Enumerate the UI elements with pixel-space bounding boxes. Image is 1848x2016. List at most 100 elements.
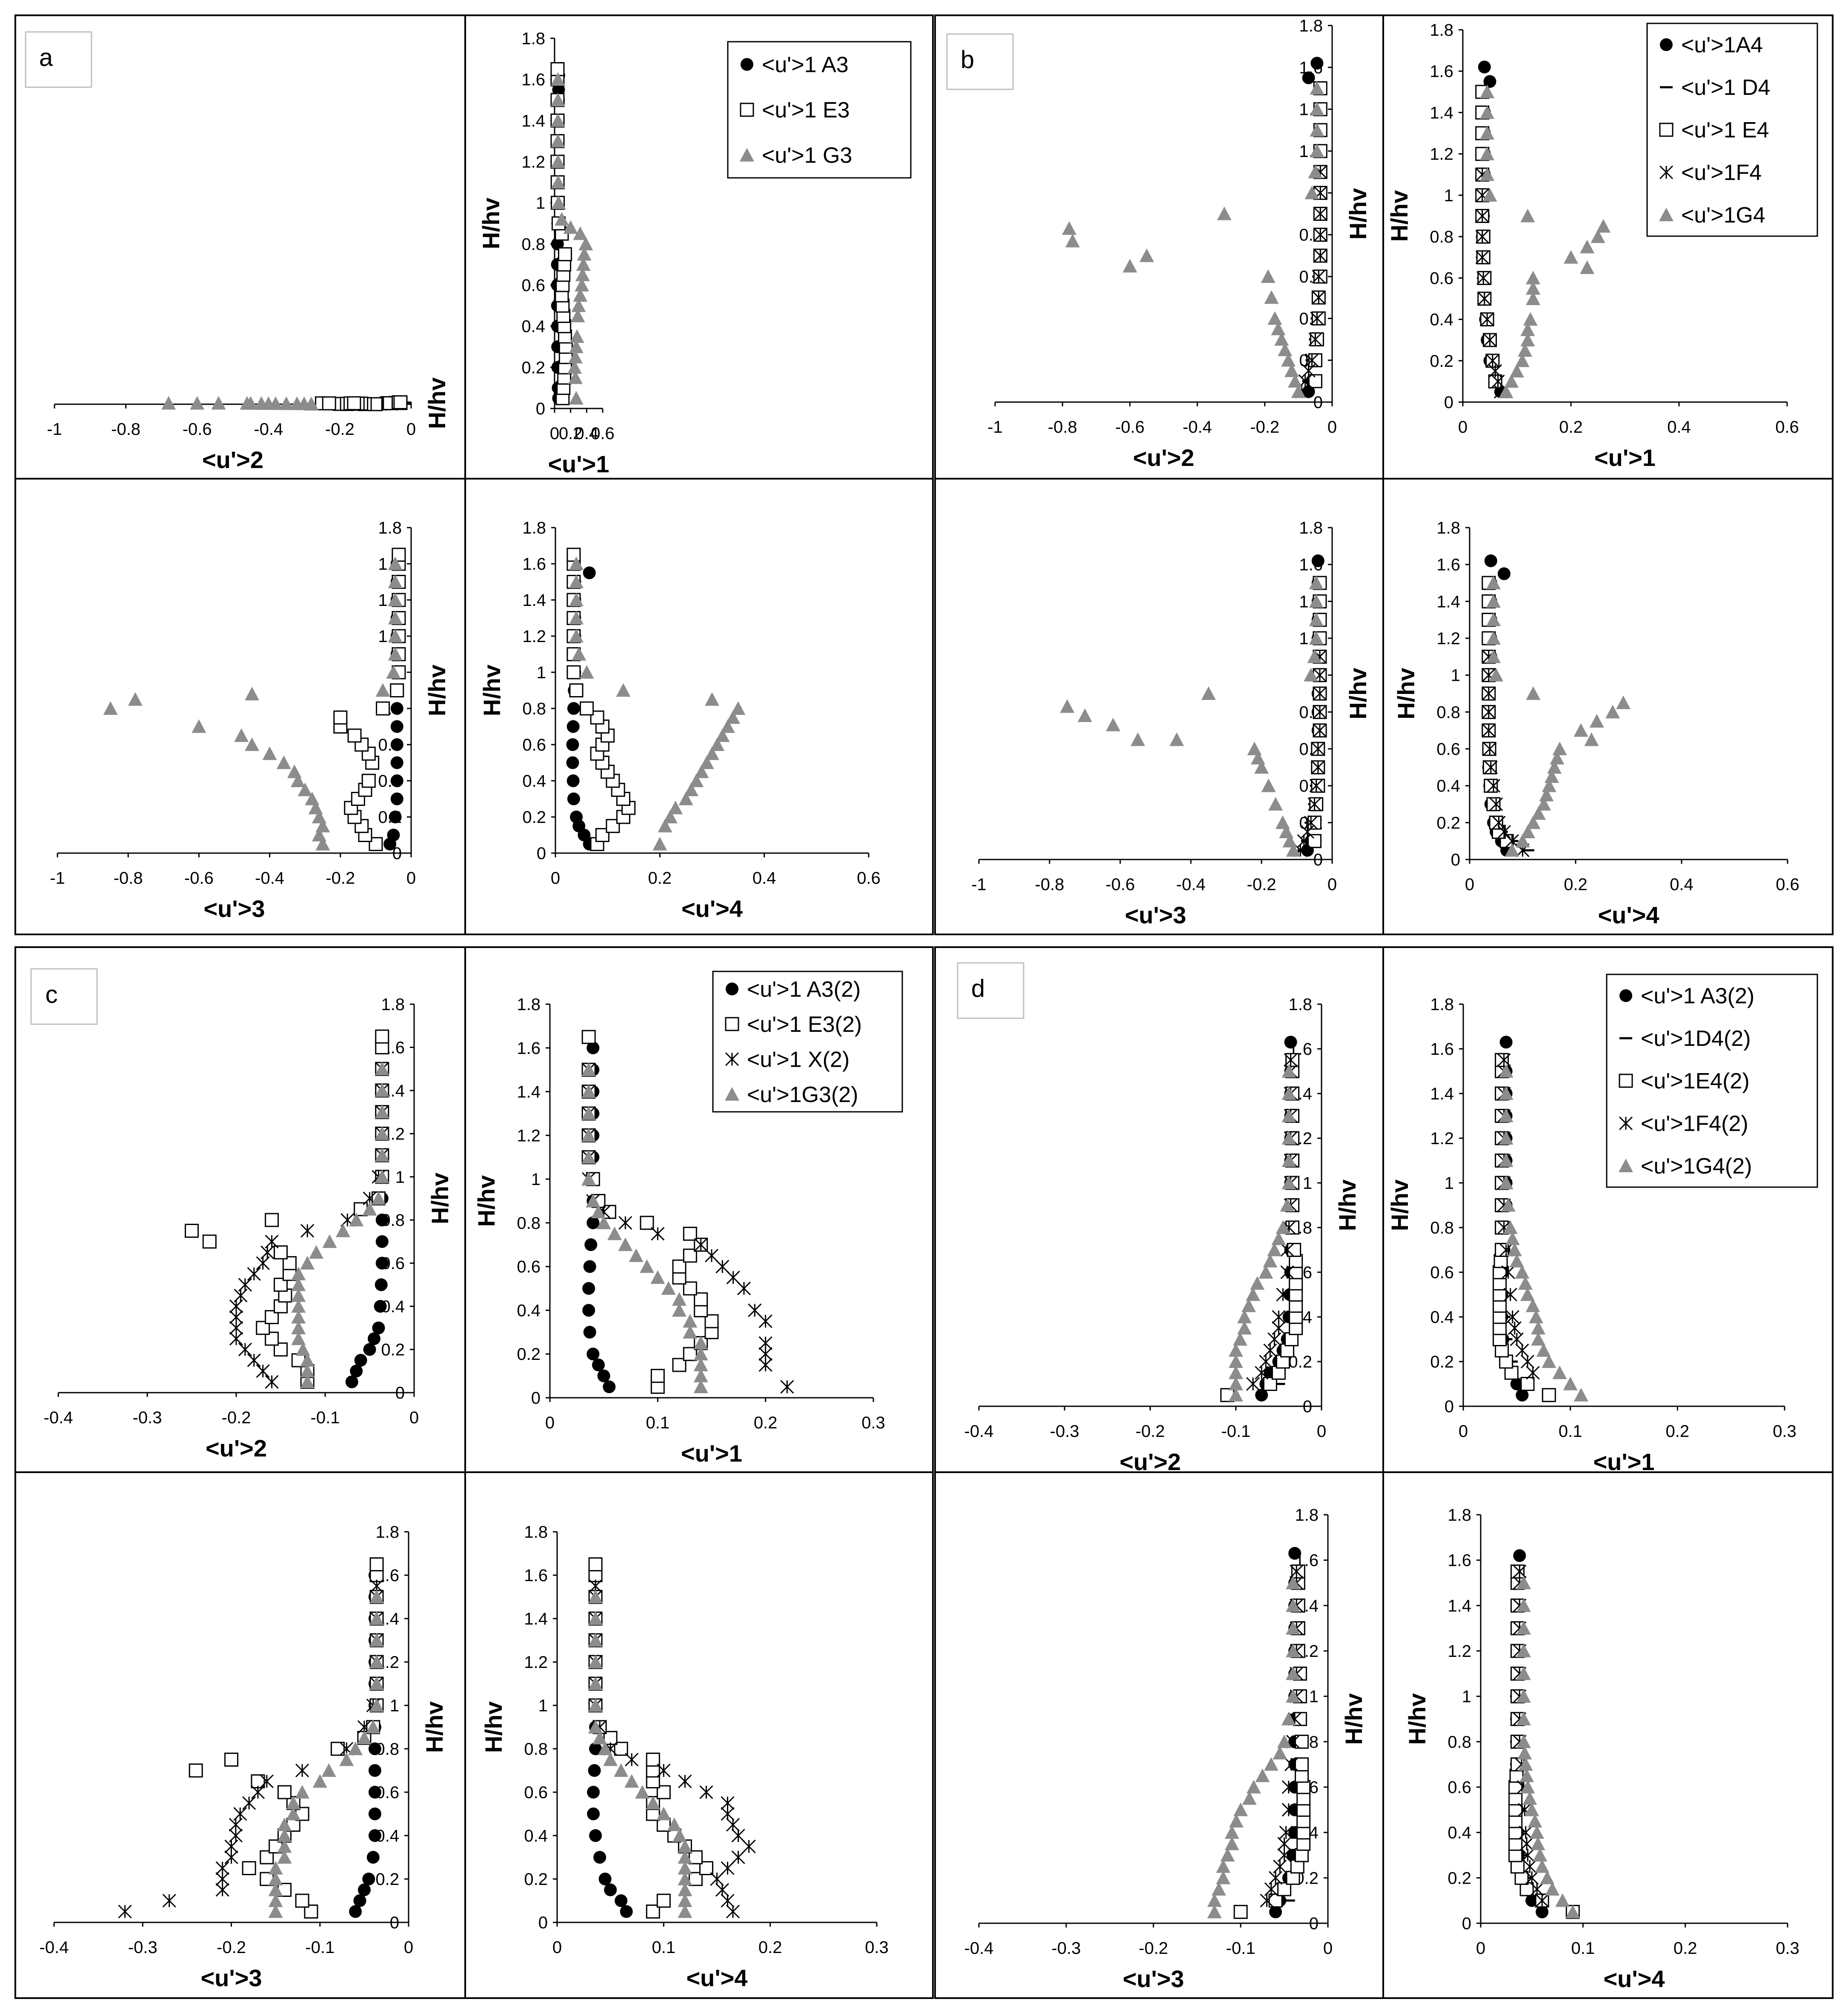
data-point <box>1259 1354 1273 1369</box>
y-tick-label: 0.8 <box>1430 228 1453 246</box>
data-point <box>375 1235 389 1248</box>
x-tick-label: 0.2 <box>648 869 672 888</box>
data-point <box>347 396 361 411</box>
legend-label: <u'>1 E3 <box>762 98 850 123</box>
data-point <box>699 1861 713 1875</box>
data-point <box>1286 843 1301 857</box>
data-point <box>615 1894 628 1907</box>
x-axis-title: <u'>1 <box>548 451 609 477</box>
y-tick-label: 0.8 <box>1430 1219 1454 1237</box>
legend-entry: <u'>1 A3(2) <box>1619 984 1754 1008</box>
y-axis-title: H/hv <box>1345 668 1371 719</box>
data-point <box>1255 1768 1270 1782</box>
legend-label: <u'>1 A3 <box>762 52 849 77</box>
data-point <box>276 755 291 769</box>
data-point <box>1477 291 1491 306</box>
x-tick-label: 0 <box>406 420 416 439</box>
panel-label-text: a <box>39 44 53 71</box>
panel-label-box <box>957 962 1024 1019</box>
data-point <box>1480 167 1495 181</box>
data-point <box>1287 374 1302 388</box>
y-tick-label: 1.6 <box>1430 62 1453 81</box>
data-point <box>1286 1621 1300 1635</box>
data-point <box>295 1763 309 1778</box>
y-tick-label: 0.6 <box>1430 269 1453 288</box>
data-point <box>361 774 376 788</box>
data-point <box>583 566 596 580</box>
data-point <box>1659 123 1673 137</box>
data-point <box>758 1347 772 1361</box>
data-point <box>726 1271 740 1285</box>
data-point <box>1605 705 1620 719</box>
data-point <box>251 1785 265 1799</box>
data-point <box>1312 269 1326 284</box>
data-point <box>388 557 403 570</box>
data-point <box>710 1872 724 1886</box>
data-point <box>1281 353 1296 367</box>
data-point <box>551 237 564 251</box>
legend-entry: <u'>1F4(2) <box>1619 1111 1748 1136</box>
data-point <box>1565 1905 1580 1919</box>
plot-layer: -1-0.8-0.6-0.4-0.2000.20.40.60.811.21.41… <box>40 17 1799 1992</box>
legend-c: <u'>1 A3(2)<u'>1 E3(2)<u'>1 X(2)<u'>1G3(… <box>712 971 903 1113</box>
data-point <box>389 811 402 823</box>
panel-group-a <box>14 14 934 935</box>
y-tick-label: 1.8 <box>1299 17 1323 35</box>
data-point <box>715 1883 729 1897</box>
data-point <box>279 396 294 410</box>
data-point <box>1489 815 1503 830</box>
y-tick-label: 1.8 <box>1430 995 1454 1014</box>
data-point <box>588 1655 603 1668</box>
data-point <box>312 1774 327 1788</box>
data-point <box>308 800 323 814</box>
data-point <box>1282 1108 1296 1122</box>
y-tick-label: 1 <box>1309 1688 1319 1706</box>
data-point <box>368 1829 381 1842</box>
legend-entry: <u'>1G4 <box>1659 203 1765 228</box>
y-tick-label: 1.8 <box>1295 1506 1319 1525</box>
data-point <box>592 1730 607 1745</box>
data-point <box>684 782 698 797</box>
y-tick-label: 1 <box>1462 1688 1471 1706</box>
x-tick-label: 0 <box>1459 1422 1468 1441</box>
data-point <box>350 1365 363 1378</box>
data-point <box>588 1698 603 1712</box>
data-point <box>569 593 584 606</box>
data-point <box>618 1237 633 1251</box>
series-4 <box>1207 1576 1300 1919</box>
x-tick-label: 0.2 <box>754 1413 778 1432</box>
data-point <box>646 1796 661 1810</box>
data-point <box>1307 815 1322 830</box>
y-tick-label: 1.6 <box>522 555 546 574</box>
data-point <box>583 1260 596 1273</box>
data-point <box>1515 353 1530 367</box>
data-point <box>1526 686 1541 700</box>
data-point <box>1526 271 1541 285</box>
data-point <box>569 683 584 697</box>
data-point <box>229 1332 243 1346</box>
data-point <box>1307 834 1322 848</box>
data-point <box>1313 723 1327 737</box>
data-point <box>1501 1265 1515 1279</box>
data-point <box>693 1379 708 1393</box>
data-point <box>376 701 390 716</box>
data-point <box>286 1796 301 1810</box>
data-point <box>247 1267 261 1281</box>
data-point <box>1310 123 1324 137</box>
data-point <box>1246 1287 1260 1301</box>
data-point <box>568 370 583 384</box>
data-point <box>1529 1310 1544 1323</box>
x-tick-label: -0.2 <box>1247 875 1276 894</box>
data-point <box>1564 250 1578 264</box>
data-point <box>573 226 588 240</box>
y-tick-label: 1.8 <box>378 519 402 537</box>
data-point <box>1505 1231 1520 1245</box>
panel-label-text: d <box>971 975 985 1002</box>
data-point <box>780 1380 794 1394</box>
data-point <box>575 278 589 291</box>
data-point <box>291 1310 306 1324</box>
y-tick-label: 0.8 <box>521 235 545 254</box>
data-point <box>651 1227 665 1241</box>
data-point <box>1619 989 1632 1002</box>
data-point <box>1264 1882 1278 1896</box>
